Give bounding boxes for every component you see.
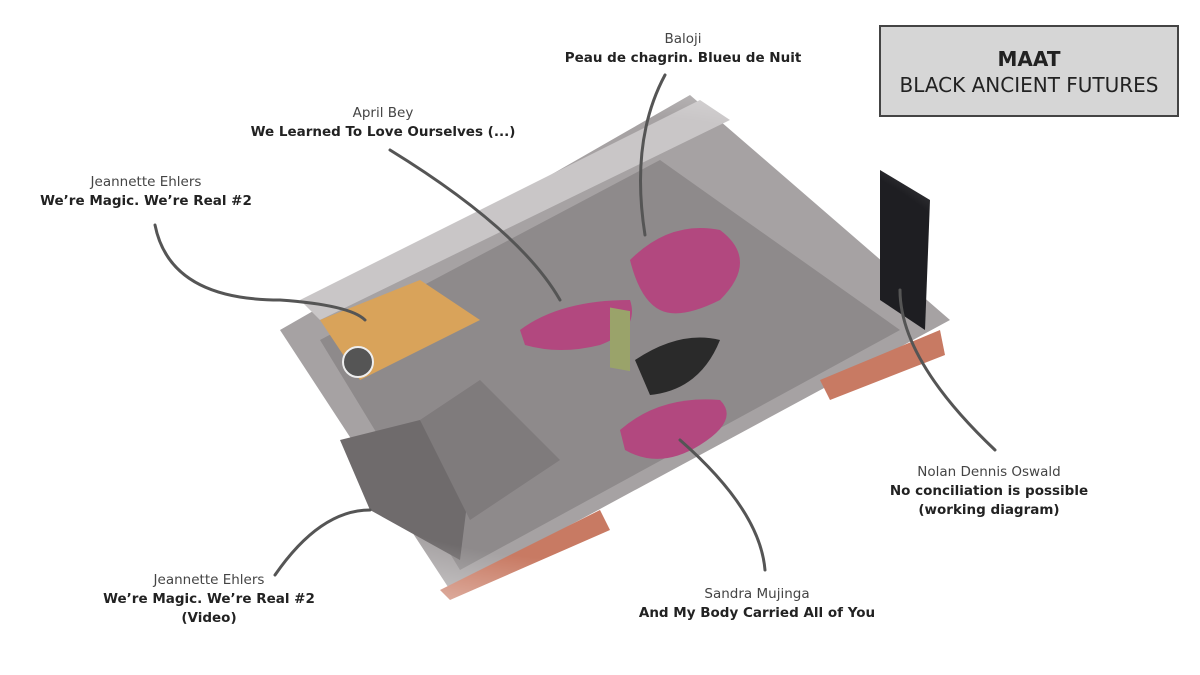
work-note: (working diagram)	[918, 502, 1060, 518]
label-jeannette-ehlers: Jeannette Ehlers We’re Magic. We’re Real…	[40, 173, 252, 211]
exhibition-title: MAAT	[997, 47, 1061, 71]
work-title: And My Body Carried All of You	[638, 605, 876, 621]
artist-name: Jeannette Ehlers	[153, 572, 265, 588]
label-baloji: Baloji Peau de chagrin. Blueu de Nuit	[565, 30, 802, 68]
leader-lines	[153, 73, 997, 577]
exhibition-title-box: MAAT BLACK ANCIENT FUTURES	[879, 25, 1179, 117]
leader-line-baloji	[639, 73, 667, 237]
artist-name: Baloji	[664, 31, 702, 47]
label-nolan-dennis-oswald: Nolan Dennis Oswald No conciliation is p…	[890, 463, 1088, 520]
leader-line-ehlers-1	[153, 223, 367, 322]
work-note: (Video)	[181, 610, 237, 626]
leader-line-ehlers-video	[273, 508, 372, 577]
label-jeannette-ehlers-video: Jeannette Ehlers We’re Magic. We’re Real…	[103, 571, 315, 628]
work-title: No conciliation is possible	[889, 483, 1089, 499]
artist-name: Nolan Dennis Oswald	[917, 464, 1061, 480]
work-title: Peau de chagrin. Blueu de Nuit	[564, 50, 802, 66]
artist-name: Sandra Mujinga	[704, 586, 810, 602]
exhibition-subtitle: BLACK ANCIENT FUTURES	[899, 73, 1159, 97]
artist-name: Jeannette Ehlers	[90, 174, 202, 190]
label-sandra-mujinga: Sandra Mujinga And My Body Carried All o…	[639, 585, 875, 623]
leader-line-mujinga	[678, 438, 767, 572]
work-title: We Learned To Love Ourselves (...)	[250, 124, 516, 140]
leader-line-oswald	[898, 288, 997, 452]
artist-name: April Bey	[352, 105, 414, 121]
work-title: We’re Magic. We’re Real #2	[40, 193, 252, 209]
leader-line-april-bey	[388, 148, 562, 302]
work-title: We’re Magic. We’re Real #2	[103, 591, 315, 607]
label-april-bey: April Bey We Learned To Love Ourselves (…	[251, 104, 516, 142]
